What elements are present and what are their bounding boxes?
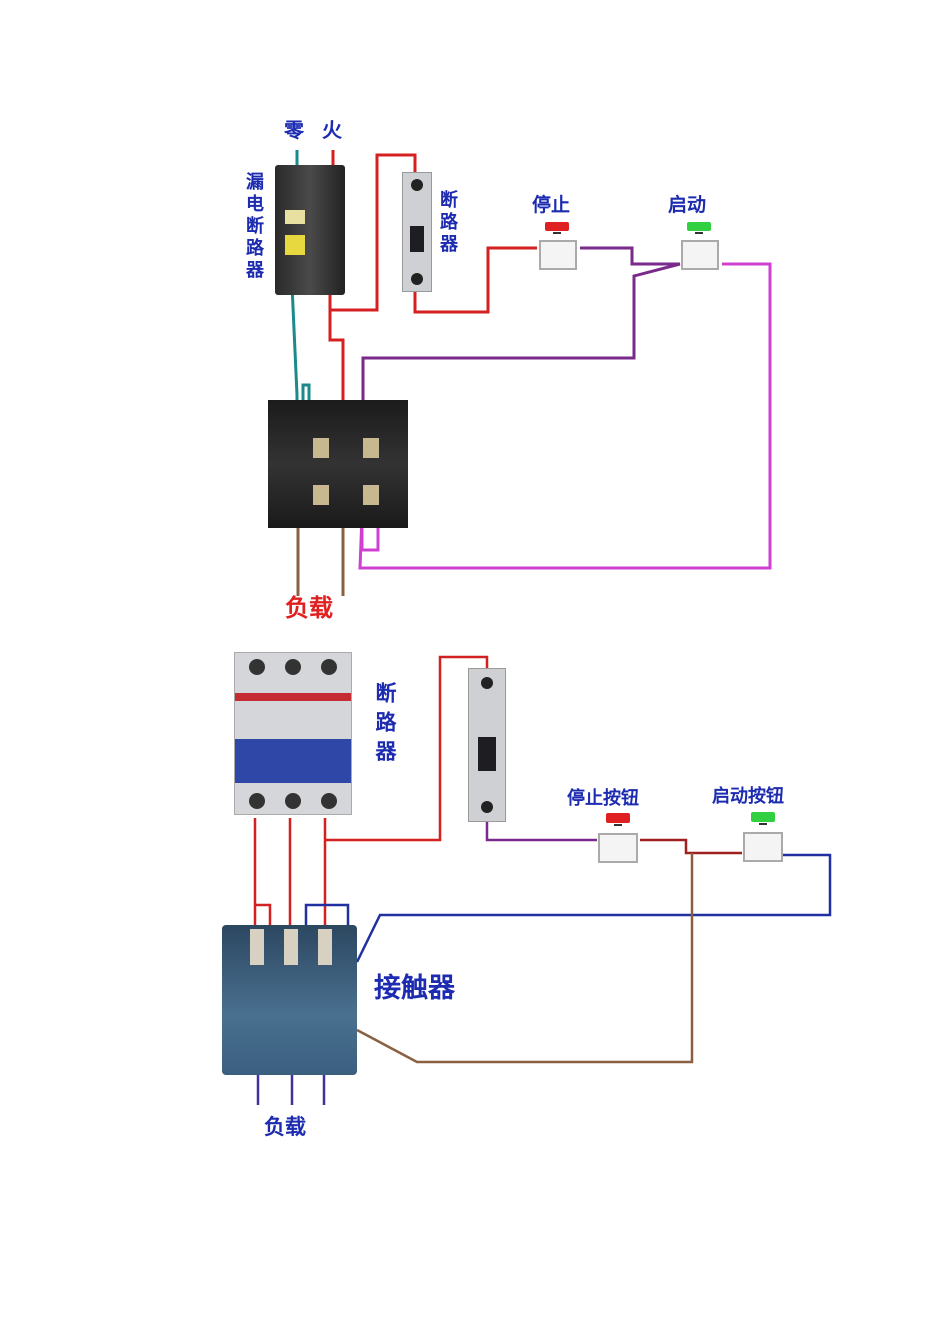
breaker-to-stop-wire-2: [485, 822, 597, 842]
stop-button-bottom[interactable]: [594, 813, 642, 865]
hold-wire-2: [356, 853, 694, 1064]
rcd-label: 漏电断路器: [243, 172, 264, 282]
start-label-bottom: 启动按钮: [712, 786, 784, 807]
red-button-cap: [606, 813, 630, 823]
stop-label-bottom: 停止按钮: [567, 788, 639, 809]
start-to-coil-wire: [361, 262, 681, 412]
green-button-cap: [687, 222, 711, 231]
red-button-cap: [545, 222, 569, 231]
small-breaker-top: [402, 172, 432, 292]
start-label-top: 启动: [668, 194, 707, 216]
load-label-top: 负载: [285, 594, 333, 622]
stop-label-top: 停止: [532, 194, 571, 216]
stop-to-start-wire: [580, 246, 680, 266]
residual-current-breaker: [275, 165, 345, 295]
three-pole-breaker: [234, 652, 352, 815]
live-wire-to-breaker: [328, 153, 417, 312]
start-to-coil-wire-2: [355, 853, 832, 963]
phase-wire-1: [253, 818, 272, 932]
live-wire-to-contactor: [328, 310, 345, 412]
start-button-bottom[interactable]: [739, 812, 787, 864]
contactor-bottom: [222, 925, 357, 1075]
green-button-cap: [751, 812, 775, 822]
neutral-label: 零: [284, 118, 304, 142]
load-label-bottom: 负载: [264, 1115, 306, 1139]
breaker-label-top: 断路器: [437, 190, 458, 256]
contactor-top: [268, 400, 408, 528]
hold-contact-wire: [358, 262, 772, 570]
neutral-wire-to-contactor: [290, 284, 311, 412]
live-label: 火: [322, 118, 342, 142]
contactor-label: 接触器: [374, 973, 455, 1004]
phase-to-breaker-wire: [325, 655, 489, 842]
small-breaker-bottom: [468, 668, 506, 822]
stop-button-top[interactable]: [535, 222, 581, 272]
stop-to-start-wire-2: [640, 838, 742, 855]
breaker-to-stop-wire: [413, 246, 537, 314]
start-button-top[interactable]: [677, 222, 723, 272]
breaker-label-bottom: 断路器: [373, 682, 397, 769]
